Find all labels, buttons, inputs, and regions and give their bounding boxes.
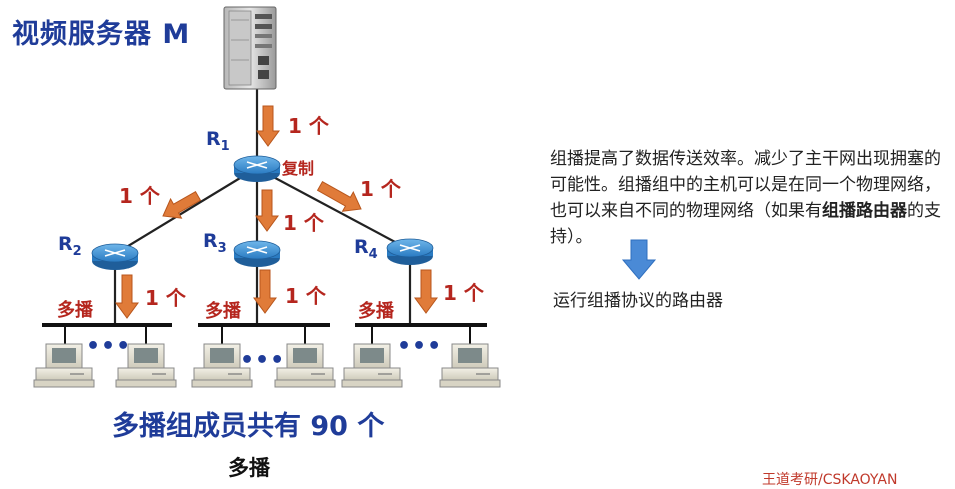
multicast-label-1: 多播 (57, 300, 93, 321)
side-text-bold: 组播路由器 (822, 201, 907, 221)
router-label-text: R (354, 236, 369, 258)
host-computer-5 (341, 343, 403, 388)
flow-arrow-lan1 (115, 274, 139, 319)
host-computer-1 (33, 343, 95, 388)
flow-arrow-lan3 (414, 269, 438, 314)
hosts (33, 343, 501, 388)
side-text: 组播提高了数据传送效率。减少了主干网出现拥塞的可能性。组播组中的主机可以是在同一… (550, 149, 941, 221)
router-label-text: R (58, 233, 73, 255)
flow-arrow-right (316, 180, 362, 212)
router-icon-1 (233, 155, 281, 182)
multicast-label-2: 多播 (205, 301, 241, 322)
flow-arrow-server (256, 105, 280, 147)
router-label-text: R (206, 128, 221, 150)
router-label-sub: 2 (72, 243, 82, 259)
side-down-arrow (621, 239, 657, 280)
routers (91, 155, 434, 270)
multicast-label-3: 多播 (358, 301, 394, 322)
flow-label-right: 1 个 (360, 177, 401, 201)
router-label-r4: R4 (354, 236, 378, 262)
router-icon-3 (233, 240, 281, 267)
side-text-end: 的支持）。 (550, 201, 941, 247)
router-label-r2: R2 (58, 233, 82, 259)
flow-arrow-left (162, 190, 202, 219)
flow-label-left: 1 个 (119, 184, 160, 208)
flow-arrow-lan2 (253, 269, 277, 314)
flow-arrows (115, 105, 438, 319)
flow-arrow-middle (255, 189, 279, 232)
router-icon-4 (386, 238, 434, 265)
router-label-sub: 1 (220, 138, 230, 154)
more-hosts-1: ••• (86, 334, 132, 359)
side-explanation: 组播提高了数据传送效率。减少了主干网出现拥塞的可能性。组播组中的主机可以是在同一… (550, 146, 950, 250)
links (113, 88, 412, 325)
side-arrow-caption: 运行组播协议的路由器 (553, 291, 723, 311)
router-icon-2 (91, 243, 139, 270)
flow-label-server: 1 个 (288, 114, 329, 138)
link-r1-r2 (114, 171, 251, 255)
more-hosts-2: ••• (240, 348, 286, 373)
router-label-r1: R1 (206, 128, 230, 154)
watermark: 王道考研/CSKAOYAN (762, 472, 898, 488)
diagram-subtitle: 多播 (228, 456, 270, 480)
host-computer-2 (115, 343, 177, 388)
host-computer-6 (439, 343, 501, 388)
video-server (223, 6, 277, 90)
flow-label-lan1: 1 个 (145, 286, 186, 310)
router-label-sub: 3 (217, 240, 227, 256)
link-r1-r4 (263, 171, 411, 251)
member-count-caption: 多播组成员共有 90 个 (112, 411, 385, 442)
copy-label: 复制 (282, 159, 315, 178)
more-hosts-3: ••• (397, 334, 443, 359)
flow-label-lan3: 1 个 (443, 281, 484, 305)
host-computer-4 (274, 343, 336, 388)
page-title: 视频服务器 M (12, 19, 191, 50)
router-label-sub: 4 (368, 246, 378, 262)
host-computer-3 (191, 343, 253, 388)
flow-label-lan2: 1 个 (285, 284, 326, 308)
host-drops (64, 325, 471, 345)
router-label-text: R (203, 230, 218, 252)
router-label-r3: R3 (203, 230, 227, 256)
flow-label-middle: 1 个 (283, 211, 324, 235)
